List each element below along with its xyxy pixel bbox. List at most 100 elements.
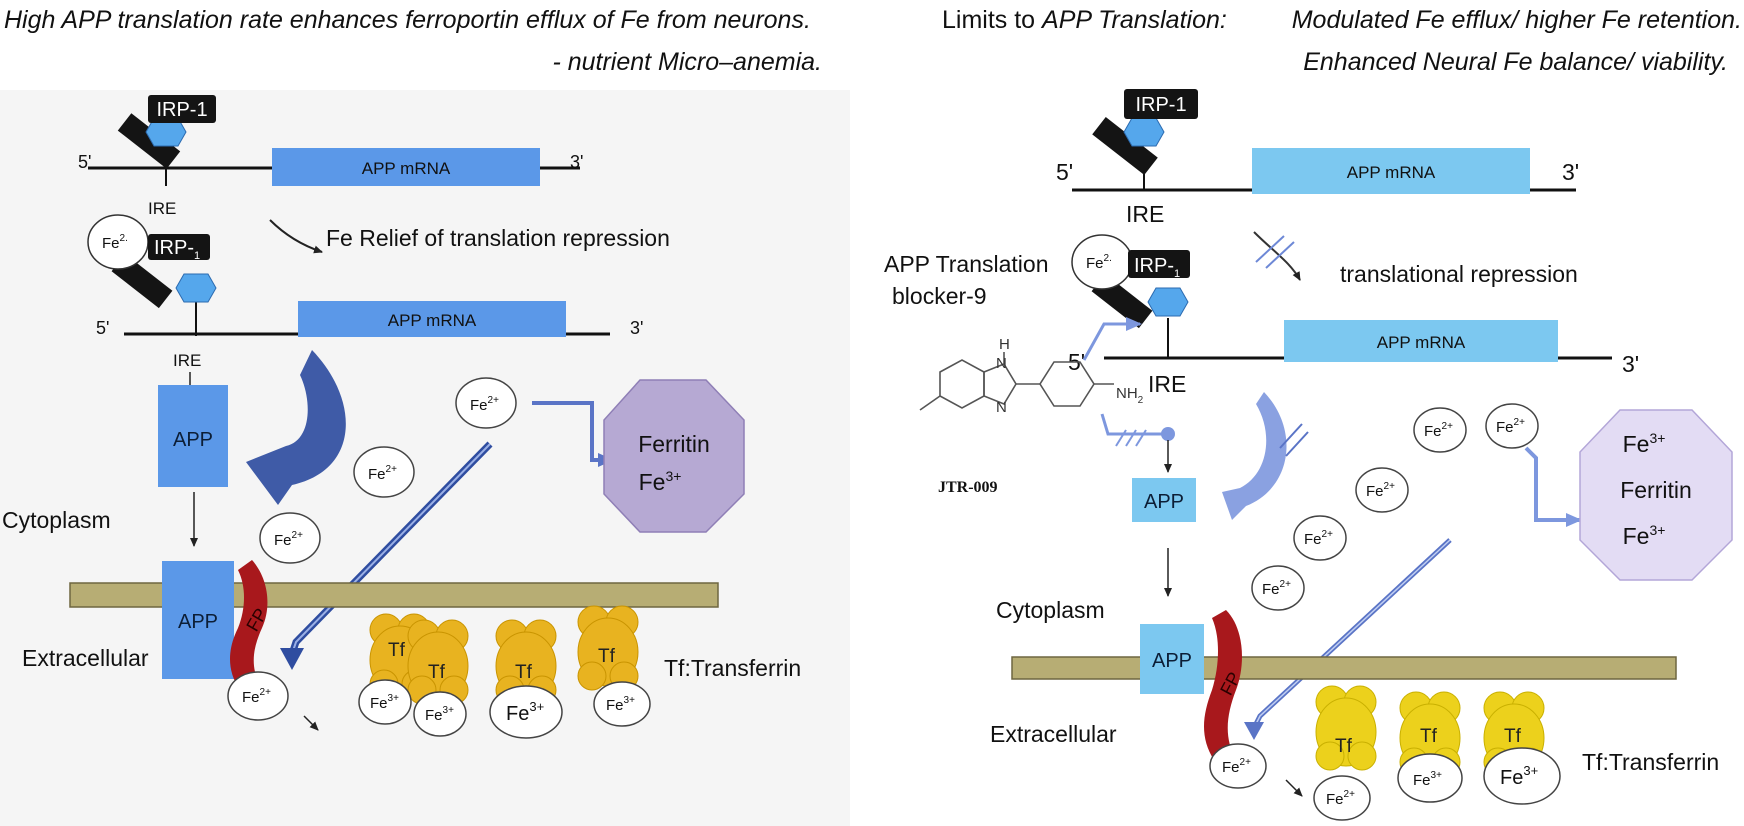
svg-text:Fe2+: Fe2+	[368, 464, 397, 483]
fe3-ion	[413, 691, 467, 737]
app-mrna-bar	[1284, 320, 1558, 362]
blocker-inhibit-line	[1100, 413, 1166, 436]
app-membrane-label: APP	[1152, 650, 1192, 672]
left-bound-strand: APP mRNA 5' 3' Fe2. IRP-1 IRE	[87, 214, 643, 370]
fe3-label: Fe3+	[1413, 770, 1442, 789]
relief-arrow	[269, 219, 323, 254]
fe-ion-label: Fe2.	[1086, 253, 1112, 272]
relief-text: Fe Relief of translation repression	[326, 225, 670, 251]
transferrin-legend: Tf:Transferrin	[664, 655, 801, 681]
left-title-line1: High APP translation rate enhances ferro…	[4, 6, 811, 34]
tf-label: Tf	[428, 662, 446, 683]
svg-text:Fe2+: Fe2+	[1262, 579, 1291, 598]
chem-nh2-label: NH2	[1116, 385, 1144, 406]
fe2-ion-extracellular: Fe2+	[1313, 775, 1371, 821]
tf-label: Tf	[598, 646, 616, 667]
three-prime-end: 3'	[570, 152, 583, 172]
ferritin-label: Ferritin	[1620, 477, 1692, 503]
cell-membrane	[1011, 656, 1677, 680]
efflux-arrowhead	[280, 648, 304, 670]
irp1-badge	[1124, 89, 1198, 119]
app-membrane-protein	[162, 561, 234, 679]
ferritin-top-fe: Fe3+	[1623, 430, 1666, 457]
chem-n-top-label: N	[996, 355, 1007, 372]
curved-feedback-arrow	[1222, 392, 1287, 520]
svg-text:Fe2+: Fe2+	[1366, 481, 1395, 500]
irp1-badge	[148, 95, 216, 123]
block-tick	[1279, 423, 1303, 449]
right-title-prefix: Limits to APP Translation:	[942, 6, 1227, 34]
fe3-label: Fe3+	[506, 699, 544, 725]
extracellular-label: Extracellular	[990, 721, 1117, 747]
storage-arrow	[532, 401, 614, 467]
ire-label: IRE	[1148, 371, 1186, 397]
app-protein-box	[1132, 478, 1196, 522]
three-prime-end: 3'	[1622, 351, 1639, 377]
transferrin-shape	[1315, 685, 1377, 771]
blocked-relief-arrow	[1253, 231, 1301, 281]
five-prime-end: 5'	[1056, 159, 1073, 185]
svg-text:Fe2+: Fe2+	[470, 395, 499, 414]
three-prime-end: 3'	[630, 318, 643, 338]
fe3-ion	[1483, 747, 1561, 805]
app-protein-box	[158, 385, 228, 487]
fe2-ion: Fe2+	[1355, 467, 1409, 513]
mrna-label: APP mRNA	[388, 311, 477, 330]
left-panel: High APP translation rate enhances ferro…	[0, 6, 850, 826]
right-panel: Limits to APP Translation: Modulated Fe …	[884, 6, 1742, 821]
fe2-ion: Fe2+	[1413, 407, 1467, 453]
transferrin-group-1: Tf Tf Fe3+ Fe3+	[358, 613, 469, 737]
blocker-label-line2: blocker-9	[892, 283, 987, 309]
block-tick	[1125, 429, 1137, 447]
fe2-ion-extracellular: Fe2+	[227, 671, 289, 721]
right-title-effect-line1: Modulated Fe efflux/ higher Fe retention…	[1292, 6, 1742, 34]
ferritin-octagon: Ferritin Fe3+	[603, 379, 745, 533]
fe3-ion	[593, 681, 651, 727]
fe2-ion: Fe2+	[1293, 515, 1347, 561]
mrna-label: APP mRNA	[362, 159, 451, 178]
fe2-ion: Fe2+	[455, 377, 517, 429]
fe3-ion	[489, 685, 563, 739]
irp-stem-block	[1092, 117, 1158, 175]
cytoplasm-label: Cytoplasm	[2, 507, 111, 533]
right-bound-strand: APP mRNA 5' 3' Fe2. IRP-1 IRE	[1068, 234, 1639, 397]
blocker-inhibit-end	[1161, 427, 1175, 441]
ferroportin-channel	[1204, 610, 1242, 760]
five-prime-end: 5'	[78, 152, 91, 172]
fe3-ion	[1397, 753, 1463, 803]
ferritin-fe-label: Fe3+	[639, 468, 682, 495]
storage-arrow	[1524, 446, 1582, 527]
transferrin-group-3: Tf Fe3+	[577, 605, 651, 727]
ire-hexagon-icon	[175, 273, 217, 303]
cytoplasm-label: Cytoplasm	[996, 597, 1105, 623]
fe2-ion: Fe2+	[259, 512, 321, 564]
curved-feedback-arrow	[246, 350, 346, 505]
fe3-label: Fe3+	[370, 693, 399, 712]
irp1-label: IRP-1	[154, 237, 200, 262]
chem-n-bottom-label: N	[996, 399, 1007, 416]
transferrin-group-2: Tf Fe3+	[489, 619, 563, 739]
left-title-line2: - nutrient Micro–anemia.	[552, 48, 822, 76]
ferroportin-channel	[230, 560, 268, 690]
right-title-effect-line2: Enhanced Neural Fe balance/ viability.	[1303, 48, 1728, 76]
svg-text:Fe2+: Fe2+	[1304, 529, 1333, 548]
irp1-label: IRP-1	[1135, 94, 1186, 116]
block-tick	[1265, 241, 1295, 269]
block-tick	[1135, 429, 1147, 447]
block-tick	[1285, 431, 1309, 457]
ferritin-bottom-fe: Fe3+	[1623, 522, 1666, 549]
tf-label: Tf	[515, 662, 533, 683]
mrna-label: APP mRNA	[1377, 333, 1466, 352]
chem-h-label: H	[999, 336, 1010, 353]
tf-label: Tf	[1504, 726, 1522, 747]
app-mrna-bar	[1252, 148, 1530, 194]
ire-label: IRE	[148, 199, 176, 218]
release-arrow	[303, 715, 319, 731]
efflux-arrowhead	[1244, 722, 1264, 740]
svg-text:Fe2+: Fe2+	[1496, 417, 1525, 436]
app-mrna-bar	[298, 301, 566, 337]
transferrin-group-2: Tf Fe3+	[1397, 691, 1463, 803]
svg-text:Fe2+: Fe2+	[1424, 421, 1453, 440]
ire-hexagon-icon	[1123, 117, 1165, 147]
